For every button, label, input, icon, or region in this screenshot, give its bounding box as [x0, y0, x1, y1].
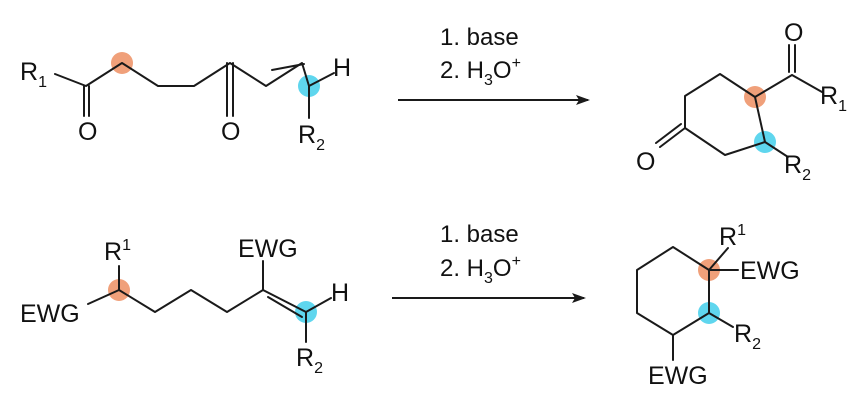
bottom-reactant: R1 EWG EWG H R2 [20, 235, 349, 377]
ewg-top-label: EWG [238, 235, 298, 263]
condition-step-1: 1. base [440, 24, 519, 51]
r1-label: R1 [104, 237, 131, 266]
vinyl-hydrogen-label: H [333, 54, 351, 82]
acyl-oxygen-label: O [784, 19, 803, 47]
alkene-double-bond [267, 296, 303, 318]
condition-step-2: 2. H3O+ [440, 253, 521, 287]
top-reaction: R1 O O H R2 1. base 2. H3O+ O R1 O R2 [20, 19, 847, 184]
reactant-carbonyl-bonds [83, 62, 234, 117]
r2-label: R2 [296, 344, 323, 377]
enone-double-bond [271, 63, 305, 71]
top-reactant: R1 O O H R2 [20, 52, 351, 154]
product-ewg-right-label: EWG [740, 257, 800, 285]
product-r2-label: R2 [784, 151, 811, 184]
carbonyl-oxygen-left: O [78, 118, 97, 146]
top-conditions: 1. base 2. H3O+ [398, 24, 590, 105]
product-ring-carbonyl [655, 123, 686, 148]
bottom-reaction: R1 EWG EWG H R2 1. base 2. H3O+ R1 EWG R… [20, 221, 800, 390]
product-ring-bonds [636, 246, 710, 336]
substituent-bonds [118, 260, 332, 343]
reactant-chain-bonds [54, 62, 310, 87]
product-substituent-bonds [672, 247, 739, 361]
product-r1-label: R1 [820, 82, 847, 115]
bottom-conditions: 1. base 2. H3O+ [392, 221, 586, 303]
carbonyl-oxygen-right: O [221, 118, 240, 146]
r1-label: R1 [20, 58, 47, 91]
vinyl-hydrogen-label: H [331, 279, 349, 307]
product-acyl-bonds [754, 44, 823, 98]
product-r2-bond [764, 141, 789, 158]
bottom-product: R1 EWG R2 EWG [636, 222, 800, 390]
ewg-left-label: EWG [20, 300, 80, 328]
product-r2-label: R2 [734, 320, 761, 353]
condition-step-1: 1. base [440, 221, 519, 248]
condition-step-2: 2. H3O+ [440, 55, 521, 89]
product-ewg-bottom-label: EWG [648, 362, 708, 390]
r2-label: R2 [298, 121, 325, 154]
product-r1-label: R1 [719, 222, 746, 251]
vinyl-substituent-bonds [308, 72, 335, 119]
product-ring-bonds [684, 73, 766, 156]
top-product: O R1 O R2 [636, 19, 847, 184]
ring-oxygen-label: O [636, 148, 655, 176]
